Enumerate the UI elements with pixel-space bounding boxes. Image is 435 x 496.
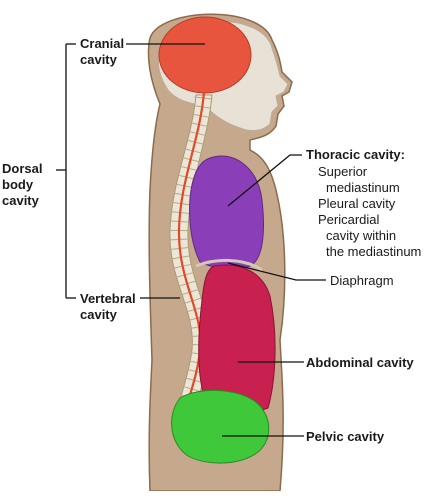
thoracic-label: Thoracic cavity:	[306, 147, 405, 163]
diaphragm-label: Diaphragm	[330, 273, 394, 289]
cranial-label: Cranial cavity	[80, 36, 124, 68]
abdominal-cavity	[199, 265, 275, 412]
thoracic-subitems: Superior mediastinum Pleural cavity Peri…	[318, 164, 421, 260]
pelvic-cavity	[172, 390, 269, 463]
superior-mediastinum-line2: mediastinum	[318, 180, 421, 196]
cranial-cavity	[159, 17, 251, 93]
thoracic-cavity	[190, 156, 264, 269]
pelvic-label: Pelvic cavity	[306, 429, 384, 445]
pericardial-line1: Pericardial	[318, 212, 421, 228]
vertebral-label: Vertebral cavity	[80, 291, 136, 323]
pleural-cavity-label: Pleural cavity	[318, 196, 421, 212]
abdominal-label: Abdominal cavity	[306, 355, 414, 371]
dorsal-body-cavity-label: Dorsal body cavity	[2, 161, 42, 209]
pericardial-line2: cavity within	[318, 228, 421, 244]
pericardial-line3: the mediastinum	[318, 244, 421, 260]
superior-mediastinum-line1: Superior	[318, 164, 421, 180]
